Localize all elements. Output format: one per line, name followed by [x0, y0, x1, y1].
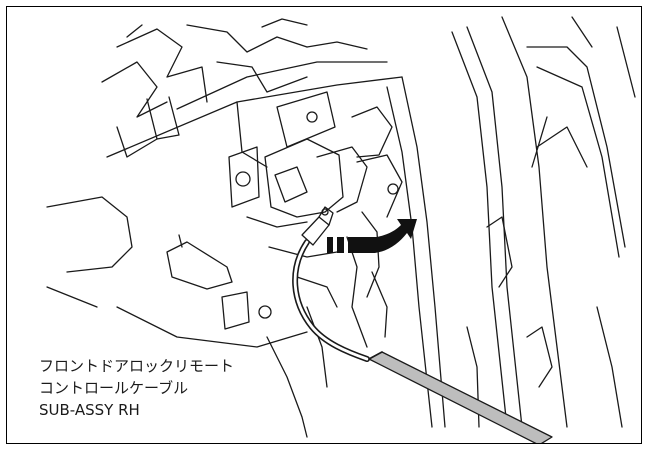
screwdriver-icon: [368, 351, 553, 443]
callout-line-3: SUB-ASSY RH: [39, 401, 140, 419]
latch-assembly: [228, 76, 446, 428]
callout-line-2: コントロールケーブル: [39, 379, 189, 397]
remote-control-cable: [292, 206, 370, 362]
door-interior-illustration: [46, 16, 636, 443]
illustration-frame: フロントドアロックリモート コントロールケーブル SUB-ASSY RH: [6, 6, 642, 444]
door-panel-lines: [101, 18, 403, 168]
part-callout-label: フロントドアロックリモート コントロールケーブル SUB-ASSY RH: [37, 353, 239, 423]
lower-bracket: [46, 196, 338, 438]
curved-arrow-icon: [327, 219, 417, 253]
door-frame-right: [451, 16, 636, 428]
callout-line-1: フロントドアロックリモート: [39, 357, 235, 375]
